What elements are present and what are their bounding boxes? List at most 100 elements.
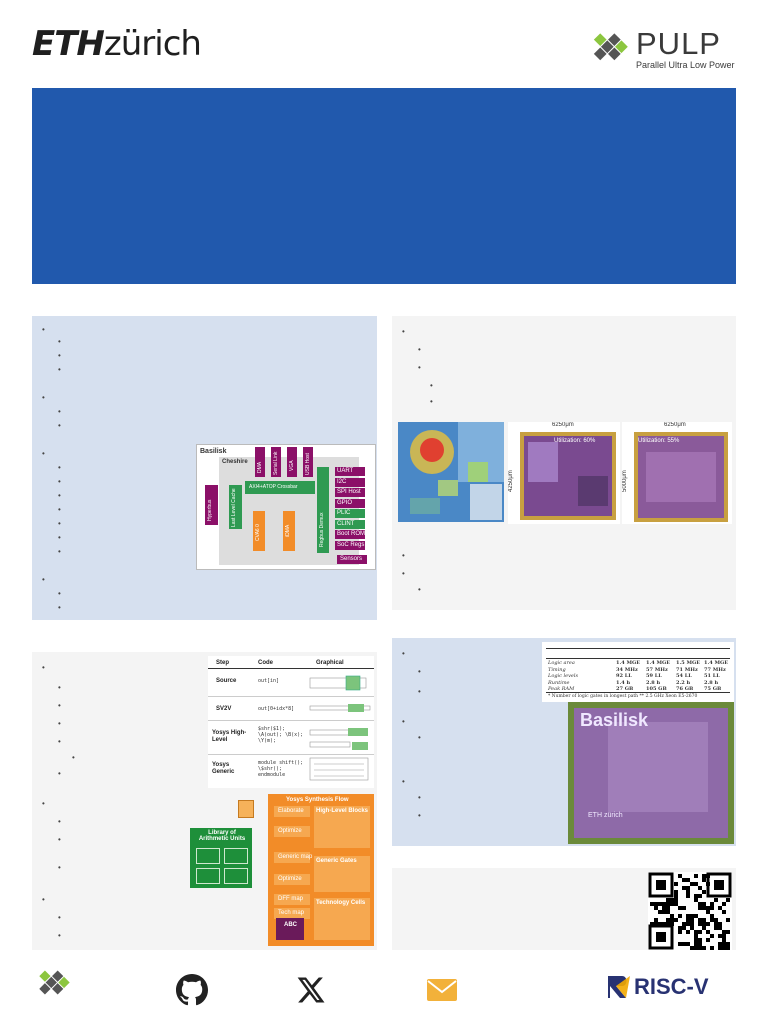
sub-title: Technology Cells	[316, 900, 366, 906]
qr-module	[690, 918, 694, 922]
bullet	[58, 914, 61, 922]
qr-module	[658, 910, 662, 914]
top-block-label: USB Host	[305, 453, 311, 475]
bullet	[58, 702, 61, 710]
tech-cells-box	[314, 898, 370, 940]
flow-step-label: Tech map	[278, 910, 305, 916]
github-icon[interactable]	[176, 974, 208, 1006]
results-row-label: Timing	[548, 666, 566, 673]
bullet	[418, 734, 421, 742]
results-cell: 1.4 MGE	[646, 660, 671, 666]
flow-step	[274, 806, 310, 817]
qr-module	[718, 934, 722, 938]
qr-module	[654, 918, 658, 922]
qr-module	[694, 946, 698, 950]
architecture-diagram: Basilisk Cheshire Hyperbus Last Level Ca…	[196, 444, 376, 570]
qr-module	[694, 898, 698, 902]
results-row-label: Logic levels	[548, 673, 579, 679]
qr-module	[678, 874, 682, 878]
pulp-footer-icon[interactable]	[32, 966, 72, 1006]
qr-module	[666, 898, 670, 902]
qr-module	[722, 934, 726, 938]
qr-module	[702, 906, 706, 910]
table-code: $shr($1); \A(out); \B(x); \Y(m);	[258, 726, 304, 744]
peripheral-label: GPIO	[337, 499, 353, 506]
qr-module	[686, 886, 690, 890]
qr-module	[686, 890, 690, 894]
qr-module	[682, 926, 686, 930]
qr-module	[694, 874, 698, 878]
qr-module	[726, 942, 730, 946]
eth-zurich-logo: ETHzürich	[32, 24, 202, 64]
qr-module	[666, 910, 670, 914]
qr-module	[702, 902, 706, 906]
qr-code-icon[interactable]	[648, 872, 732, 950]
top-block	[303, 447, 313, 477]
qr-module	[702, 874, 706, 878]
qr-module	[678, 942, 682, 946]
demux-label: Regbus Demux	[319, 512, 325, 547]
results-cell: 27 GB	[616, 686, 634, 692]
x-twitter-icon[interactable]	[296, 975, 326, 1005]
qr-module	[656, 932, 666, 942]
layout-2-macro	[646, 452, 716, 502]
qr-module	[670, 902, 674, 906]
bullet	[42, 326, 45, 334]
results-row-label: Logic area	[548, 660, 575, 666]
bullet	[58, 534, 61, 542]
flow-step-label: Elaborate	[278, 808, 304, 814]
bullet	[58, 864, 61, 872]
qr-module	[686, 914, 690, 918]
results-cell: 1.4 MGE	[704, 660, 729, 666]
bullet	[418, 688, 421, 696]
qr-module	[726, 930, 730, 934]
qr-module	[690, 914, 694, 918]
generic-gates-box	[314, 856, 370, 892]
layout-1-height: 4250μm	[508, 470, 514, 492]
qr-module	[662, 910, 666, 914]
idma-block	[283, 511, 295, 551]
results-cell: 34 MHz	[616, 666, 638, 673]
qr-module	[658, 902, 662, 906]
email-icon[interactable]	[426, 978, 458, 1002]
results-cell: 75 GB	[704, 686, 722, 692]
bullet	[42, 450, 45, 458]
bullet	[58, 818, 61, 826]
qr-finder	[648, 872, 674, 898]
qr-module	[706, 874, 710, 878]
qr-module	[678, 930, 682, 934]
qr-module	[722, 946, 726, 950]
bullet	[58, 720, 61, 728]
qr-module	[710, 918, 714, 922]
congestion-heatmap	[398, 422, 504, 522]
soc-name: Basilisk	[200, 448, 227, 455]
qr-module	[686, 918, 690, 922]
results-cell: 1.4 h	[616, 679, 631, 686]
layout-2-width: 6250μm	[664, 422, 686, 428]
table-rule	[546, 658, 730, 659]
flow-step	[274, 826, 310, 837]
bullet	[42, 896, 45, 904]
bullet	[58, 506, 61, 514]
bullet	[58, 932, 61, 940]
abc-box	[276, 918, 304, 940]
peripheral-block	[335, 477, 365, 487]
qr-module	[662, 906, 666, 910]
qr-module	[702, 922, 706, 926]
qr-module	[694, 942, 698, 946]
qr-module	[698, 938, 702, 942]
bullet	[42, 394, 45, 402]
qr-module	[678, 914, 682, 918]
flow-step-label: Optimize	[278, 876, 302, 882]
top-block-label: VGA	[289, 460, 295, 471]
qr-module	[670, 914, 674, 918]
bullet	[58, 548, 61, 556]
bullet	[58, 836, 61, 844]
qr-module	[718, 926, 722, 930]
qr-module	[698, 946, 702, 950]
top-block	[255, 447, 265, 477]
qr-module	[726, 946, 730, 950]
bullet	[58, 520, 61, 528]
cva6-label: CVA6 0	[255, 524, 261, 541]
arith-unit	[196, 868, 220, 884]
